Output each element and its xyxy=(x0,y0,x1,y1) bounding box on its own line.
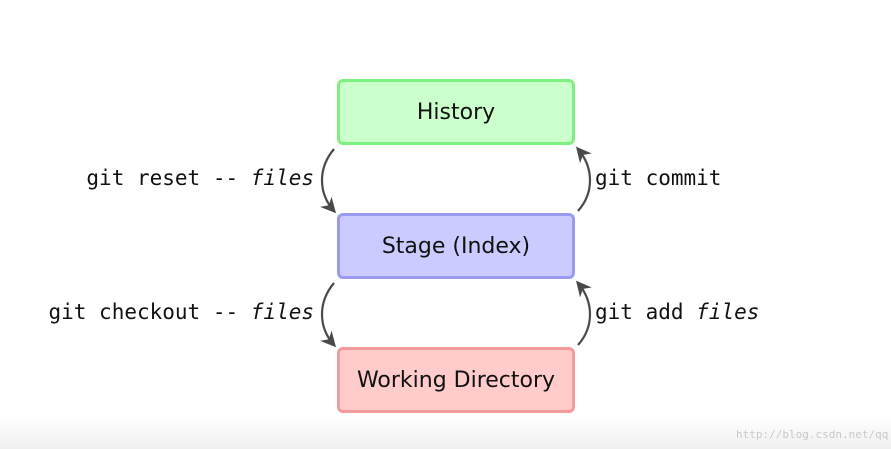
arrow-commit xyxy=(576,146,592,212)
bottom-fade xyxy=(0,415,891,449)
git-reset-arg: files xyxy=(250,166,314,190)
git-checkout-arg: files xyxy=(250,300,314,324)
history-box: History xyxy=(337,79,575,145)
git-commit-label: git commit xyxy=(595,165,721,191)
stage-index-box: Stage (Index) xyxy=(337,213,575,279)
working-directory-label: Working Directory xyxy=(356,367,556,393)
git-checkout-command: git checkout -- xyxy=(48,300,251,324)
git-reset-command: git reset -- xyxy=(86,166,251,190)
git-reset-label: git reset -- files xyxy=(86,165,314,191)
arrow-add xyxy=(576,280,592,346)
git-commit-command: git commit xyxy=(595,166,722,190)
arrow-reset xyxy=(320,148,337,214)
arrow-checkout xyxy=(320,282,337,348)
git-checkout-label: git checkout -- files xyxy=(48,299,314,325)
git-add-command: git add xyxy=(595,300,697,324)
git-add-label: git add files xyxy=(595,299,759,325)
stage-label: Stage (Index) xyxy=(381,233,531,259)
history-label: History xyxy=(416,99,496,125)
git-add-arg: files xyxy=(696,300,760,324)
working-directory-box: Working Directory xyxy=(337,347,575,413)
watermark: http://blog.csdn.net/qq xyxy=(736,428,889,441)
